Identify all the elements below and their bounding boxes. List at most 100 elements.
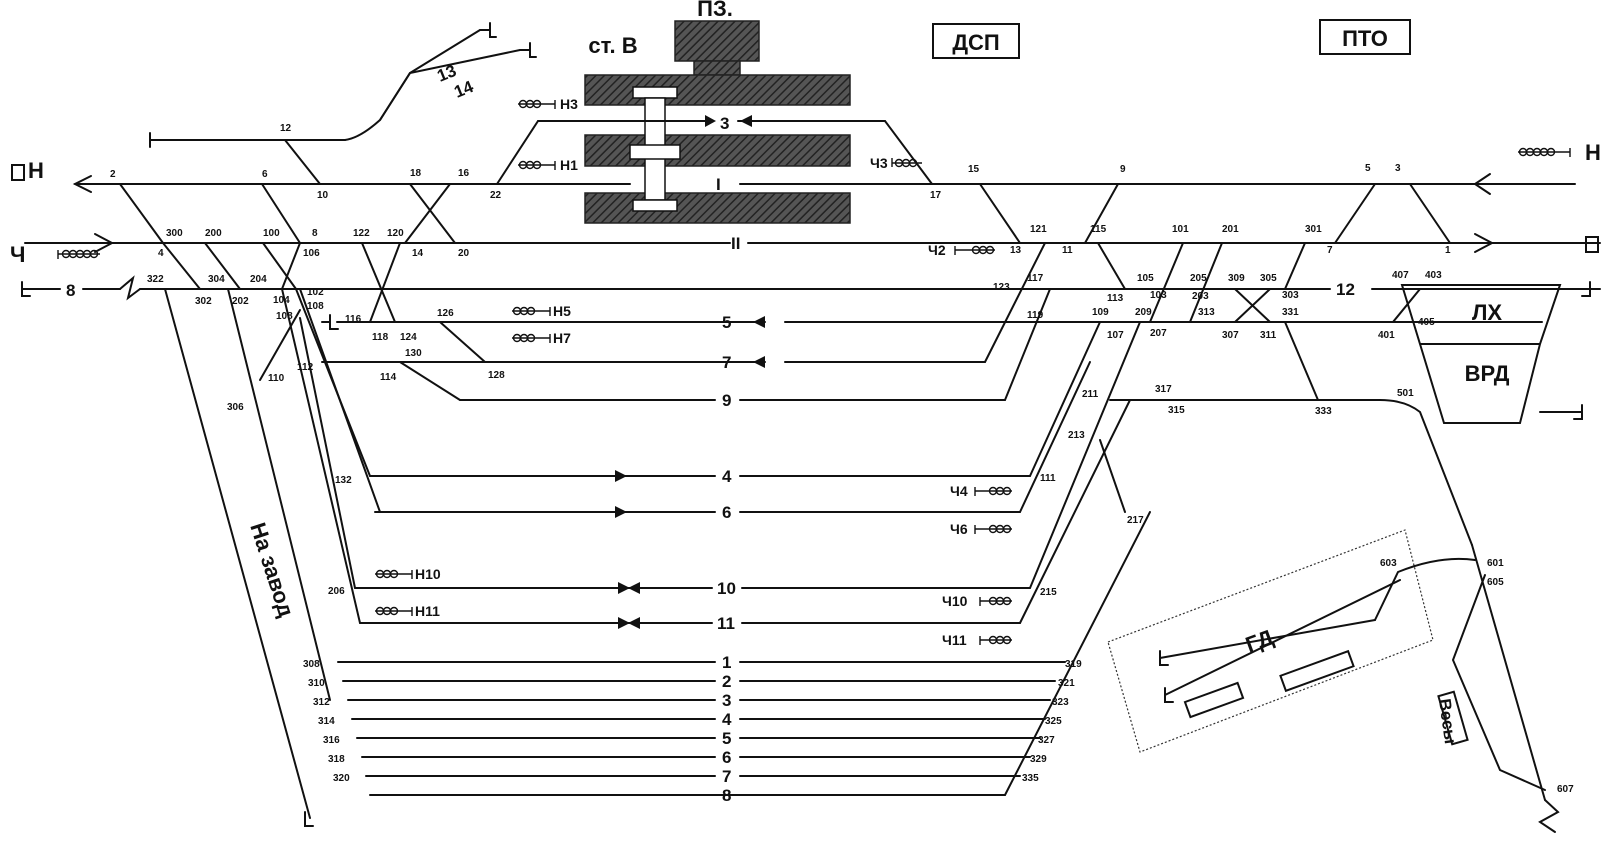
- overpass-bottom: [632, 199, 678, 212]
- signal-ch3: Ч3: [870, 155, 888, 171]
- switch-103: 103: [1150, 290, 1167, 301]
- switch-605: 605: [1487, 577, 1504, 588]
- switch-306: 306: [227, 402, 244, 413]
- signal-n1: Н1: [560, 157, 578, 173]
- switch-607: 607: [1557, 784, 1574, 795]
- gd-car-2: [1183, 681, 1245, 719]
- switch-130: 130: [405, 348, 422, 359]
- track-label-12: 12: [1336, 280, 1355, 299]
- signal-n3: Н3: [560, 96, 578, 112]
- switch-217: 217: [1127, 515, 1144, 526]
- switch-117: 117: [1027, 273, 1044, 284]
- switch-6: 6: [262, 169, 268, 180]
- switch-329: 329: [1030, 754, 1047, 765]
- switch-601: 601: [1487, 558, 1504, 569]
- switch-122: 122: [353, 228, 370, 239]
- switch-310: 310: [308, 678, 325, 689]
- signal-lamps: [57, 99, 1571, 645]
- switch-9: 9: [1120, 164, 1126, 175]
- switch-107: 107: [1107, 330, 1124, 341]
- track-label-6: 6: [722, 503, 731, 522]
- signal-ch4: Ч4: [950, 483, 968, 499]
- switch-312: 312: [313, 697, 330, 708]
- track-label-11: 11: [717, 614, 735, 633]
- yard-label-8: 8: [722, 786, 731, 805]
- yard-label-2: 2: [722, 672, 731, 691]
- track-label-4: 4: [722, 467, 732, 486]
- switch-202: 202: [232, 296, 249, 307]
- switch-300: 300: [166, 228, 183, 239]
- switch-213: 213: [1068, 430, 1085, 441]
- overpass-mid: [629, 144, 681, 160]
- track-label-14: 14: [451, 77, 476, 102]
- passenger-building-base: [693, 60, 741, 76]
- signal-n-left: Н: [28, 158, 44, 183]
- switch-1: 1: [1445, 245, 1451, 256]
- track-label-8: 8: [66, 281, 75, 300]
- platform-top: [584, 74, 851, 106]
- signal-n10: Н10: [415, 566, 441, 582]
- signal-n5: Н5: [553, 303, 571, 319]
- track-3: [496, 115, 933, 185]
- yard-label-6: 6: [722, 748, 731, 767]
- yard-tracks: [337, 511, 1151, 796]
- switch-319: 319: [1065, 659, 1082, 670]
- na-zavod-label: На завод: [245, 519, 299, 619]
- switch-20: 20: [458, 248, 470, 259]
- switch-101: 101: [1172, 224, 1189, 235]
- switch-405: 405: [1418, 317, 1435, 328]
- signal-n7: Н7: [553, 330, 571, 346]
- switch-16: 16: [458, 168, 470, 179]
- switch-603: 603: [1380, 558, 1397, 569]
- switch-3: 3: [1395, 163, 1401, 174]
- switch-403: 403: [1425, 270, 1442, 281]
- tracks-13-14: [149, 29, 531, 185]
- switch-335: 335: [1022, 773, 1039, 784]
- left-yard-leads: [164, 288, 381, 819]
- switch-311: 311: [1260, 330, 1277, 341]
- switch-15: 15: [968, 164, 980, 175]
- signal-ch2: Ч2: [928, 242, 946, 258]
- switch-104: 104: [273, 295, 290, 306]
- dsp-building: [932, 23, 1020, 59]
- switch-323: 323: [1052, 697, 1069, 708]
- track-label-10: 10: [717, 579, 736, 598]
- switch-12: 12: [280, 123, 292, 134]
- switch-13: 13: [1010, 245, 1022, 256]
- switch-315: 315: [1168, 405, 1185, 416]
- switch-304: 304: [208, 274, 225, 285]
- switch-108b: 108: [276, 311, 293, 322]
- switch-331: 331: [1282, 307, 1299, 318]
- track-label-I: I: [716, 175, 721, 194]
- switch-207: 207: [1150, 328, 1167, 339]
- switch-308: 308: [303, 659, 320, 670]
- yard-label-5: 5: [722, 729, 731, 748]
- switch-321: 321: [1058, 678, 1075, 689]
- switch-401: 401: [1378, 330, 1395, 341]
- signal-n11: Н11: [415, 603, 440, 619]
- switch-102: 102: [307, 287, 324, 298]
- yard-label-3: 3: [722, 691, 731, 710]
- switch-110: 110: [268, 373, 285, 384]
- signal-ch6: Ч6: [950, 521, 968, 537]
- switch-320: 320: [333, 773, 350, 784]
- left-crossovers: [119, 183, 456, 323]
- signal-ch11: Ч11: [942, 632, 967, 648]
- switch-407: 407: [1392, 270, 1409, 281]
- switch-322: 322: [147, 274, 164, 285]
- switch-113: 113: [1107, 293, 1124, 304]
- yard-label-1: 1: [722, 653, 731, 672]
- lh-vrd-building: [1392, 284, 1562, 424]
- passenger-building: [674, 20, 760, 62]
- switch-11: 11: [1062, 245, 1073, 256]
- switch-313: 313: [1198, 307, 1215, 318]
- buffer-stops: [11, 22, 1599, 827]
- track-label-5: 5: [722, 313, 731, 332]
- platform-middle: [584, 134, 851, 167]
- switch-111: 111: [1040, 473, 1056, 484]
- switch-203: 203: [1192, 291, 1209, 302]
- switch-2: 2: [110, 169, 116, 180]
- switch-112: 112: [297, 362, 314, 373]
